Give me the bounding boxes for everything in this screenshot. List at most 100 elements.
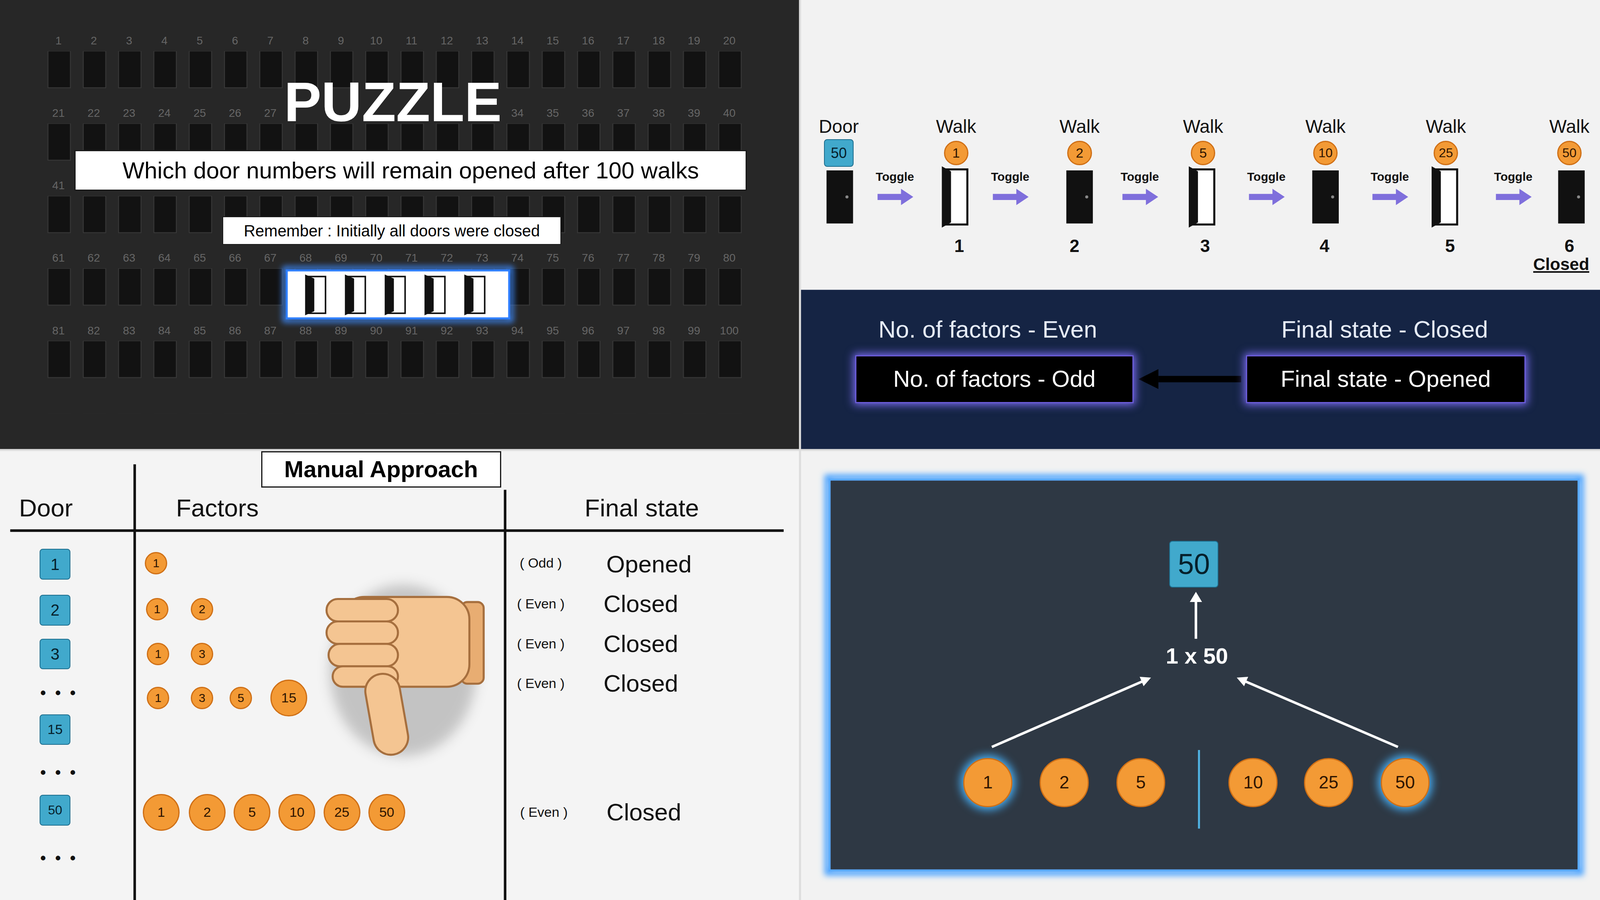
factor-circle: 10 (1228, 758, 1278, 807)
toggle-label: Toggle (1494, 170, 1533, 184)
node-text: 5 (1199, 145, 1207, 161)
node-text: 1 (157, 804, 166, 820)
factor-panel (829, 479, 1579, 871)
box-glow (284, 268, 512, 321)
door-number: 62 (87, 252, 100, 265)
door-number-box: 15 (39, 714, 71, 746)
panel-background (0, 0, 800, 450)
ellipsis: • • • (40, 684, 78, 702)
factor-circle: 50 (1380, 758, 1430, 807)
closed-door (1066, 170, 1093, 224)
open-door-panel (942, 166, 952, 228)
factor-circle: 15 (270, 679, 308, 717)
node-text: 50 (379, 804, 395, 820)
door-panel (305, 274, 315, 316)
node-text: 5 (1136, 772, 1146, 793)
door-number: 3 (126, 34, 133, 48)
closed-door (1312, 170, 1339, 224)
node-text: 2 (203, 804, 211, 820)
factor-circle: 1 (142, 794, 180, 831)
door-number: 35 (546, 107, 559, 120)
factor-circle: 25 (323, 794, 361, 831)
node-text: 25 (1438, 145, 1454, 161)
door-number: 18 (652, 34, 665, 48)
column-heading: Door (818, 116, 859, 137)
door-number: 67 (264, 252, 277, 265)
ellipsis: • • • (40, 849, 78, 867)
state-label: Opened (606, 551, 692, 578)
door-number: 96 (582, 324, 595, 337)
door-number: 83 (122, 324, 136, 337)
node-text: 10 (289, 804, 305, 820)
step-number: 3 (1200, 236, 1210, 256)
door-number: 61 (52, 252, 65, 265)
node-text: Which door numbers will remain opened af… (122, 157, 699, 184)
product-label: 1 x 50 (1165, 644, 1228, 669)
note-box: Remember : Initially all doors were clos… (222, 216, 562, 245)
door-number: 87 (264, 324, 277, 337)
factor-circle: 1 (944, 140, 969, 166)
node-text: 25 (1318, 772, 1339, 793)
door-number: 21 (52, 107, 65, 120)
table-heading: Door (19, 494, 73, 522)
toggle-arrow (877, 188, 914, 206)
table-heading: Final state (584, 494, 700, 522)
door-panel (384, 274, 394, 316)
arrow-line (1194, 600, 1198, 639)
door-number: 40 (723, 107, 736, 120)
rule-text: No. of factors - Even (878, 316, 1098, 343)
door-number: 23 (122, 107, 136, 120)
node-text: 15 (47, 721, 63, 738)
door-number: 88 (299, 324, 312, 337)
state-label: Closed (606, 799, 682, 826)
node-text: 50 (1178, 547, 1210, 581)
door-number: 19 (687, 34, 700, 48)
node-text: 3 (198, 647, 206, 662)
open-door-panel (1188, 166, 1198, 228)
door-number: 41 (52, 179, 65, 192)
door-number: 79 (687, 252, 700, 265)
door-number: 97 (617, 324, 630, 337)
thumb-finger (326, 598, 398, 622)
node-text: 1 (952, 145, 960, 161)
toggle-arrow (1248, 188, 1285, 206)
arrow-head (1236, 676, 1249, 686)
door-number: 25 (193, 107, 206, 120)
open-door-panel (1431, 166, 1441, 228)
door-number: 22 (87, 107, 100, 120)
door-knob (845, 195, 849, 199)
table-rule (504, 489, 507, 900)
thumb-finger (328, 644, 398, 667)
column-heading: Walk (936, 116, 977, 137)
door-number: 93 (476, 324, 489, 337)
node-text: 50 (830, 144, 847, 162)
door-number: 24 (158, 107, 171, 120)
factor-circle: 5 (233, 794, 271, 831)
thumb-finger (326, 621, 398, 644)
node-text: 1 (982, 772, 993, 793)
factor-circle: 25 (1304, 758, 1353, 807)
factor-circle: 1 (146, 642, 170, 666)
door-number: 80 (723, 252, 736, 265)
node-text: 3 (50, 644, 60, 664)
column-heading: Walk (1305, 116, 1346, 137)
door-number: 6 (232, 34, 239, 48)
arrow-line (1246, 681, 1398, 747)
door-number: 17 (617, 34, 630, 48)
door-number: 98 (652, 324, 665, 337)
puzzle-title: PUZZLE (284, 74, 502, 130)
door-number: 86 (228, 324, 242, 337)
door-number-box: 2 (39, 594, 71, 626)
factor-circle: 5 (1190, 140, 1216, 166)
factor-circle: 1 (963, 758, 1012, 807)
door-number-box: 50 (39, 794, 71, 826)
arrow-head (1189, 592, 1202, 603)
step-number: 1 (954, 236, 964, 256)
factor-circle: 10 (1313, 140, 1338, 166)
state-label: Closed (603, 590, 679, 618)
node-text: 50 (1395, 772, 1415, 793)
door-number: 11 (405, 34, 418, 48)
factor-circle: 5 (229, 686, 252, 710)
